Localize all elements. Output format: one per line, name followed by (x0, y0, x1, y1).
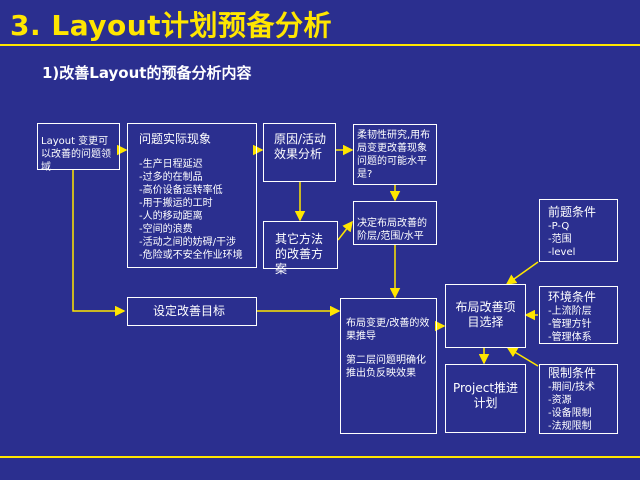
phenomena-item: -空间的浪费 (139, 224, 193, 235)
arrow-premise-select (505, 261, 539, 285)
footer-divider (0, 456, 640, 458)
environment-item: -管理方针 (548, 319, 592, 330)
slide-subtitle: 1)改善Layout的预备分析内容 (42, 64, 252, 82)
slide-title: 3. Layout计划预备分析 (10, 9, 333, 42)
phenomena-item: -过多的在制品 (139, 172, 203, 183)
project-selection-box: 布局改善项目选择 (445, 284, 526, 348)
environment-item: -上流阶层 (548, 306, 592, 317)
phenomena-item: -活动之间的妨碍/干涉 (139, 237, 236, 248)
limit-heading: 限制条件 (548, 366, 597, 380)
other-methods-box: 其它方法的改善方案 (263, 221, 338, 276)
arrow-other-decide (337, 220, 353, 241)
phenomena-box: 问题实际现象 -生产日程延迟 -过多的在制品 -高价设备运转率低 -用于搬运的工… (127, 123, 257, 268)
limit-item: -资源 (548, 395, 572, 406)
problem-domain-box: Layout 变更可以改善的问题领域 (37, 123, 120, 173)
premise-item: -P-Q (548, 221, 570, 232)
premise-conditions-box: 前题条件 -P-Q -范围 -level (539, 199, 618, 262)
phenomena-heading: 问题实际现象 (139, 132, 212, 146)
cause-analysis-box: 原因/活动效果分析 (263, 123, 336, 182)
phenomena-item: -危险或不安全作业环境 (139, 250, 243, 261)
limit-conditions-box: 限制条件 -期间/技术 -资源 -设备限制 -法规限制 (539, 364, 618, 434)
premise-heading: 前题条件 (548, 205, 597, 219)
limit-item: -法规限制 (548, 421, 592, 432)
improvement-goal-box: 设定改善目标 (127, 297, 257, 326)
environment-item: -管理体系 (548, 332, 592, 343)
phenomena-item: -用于搬运的工时 (139, 198, 213, 209)
limit-item: -期间/技术 (548, 382, 595, 393)
phenomena-item: -生产日程延迟 (139, 159, 203, 170)
environment-conditions-box: 环境条件 -上流阶层 -管理方针 -管理体系 (539, 286, 618, 344)
decide-level-box: 决定布局改善的阶层/范围/水平 (353, 201, 437, 245)
environment-heading: 环境条件 (548, 290, 597, 304)
premise-item: -level (548, 247, 576, 258)
limit-item: -设备限制 (548, 408, 592, 419)
arrow-domain-goal (72, 170, 126, 317)
title-divider (0, 44, 640, 46)
phenomena-item: -人的移动距离 (139, 211, 203, 222)
arrow-limit-select (506, 347, 539, 367)
phenomena-item: -高价设备运转率低 (139, 185, 223, 196)
premise-item: -范围 (548, 234, 572, 245)
project-plan-box: Project推进计划 (445, 364, 526, 433)
effect-derivation-box: 布局变更/改善的效果推导 第二层问题明确化推出负反映效果 (340, 298, 437, 434)
flexibility-study-box: 柔韧性研究,用布局变更改善现象问题的可能水平是? (353, 124, 437, 185)
